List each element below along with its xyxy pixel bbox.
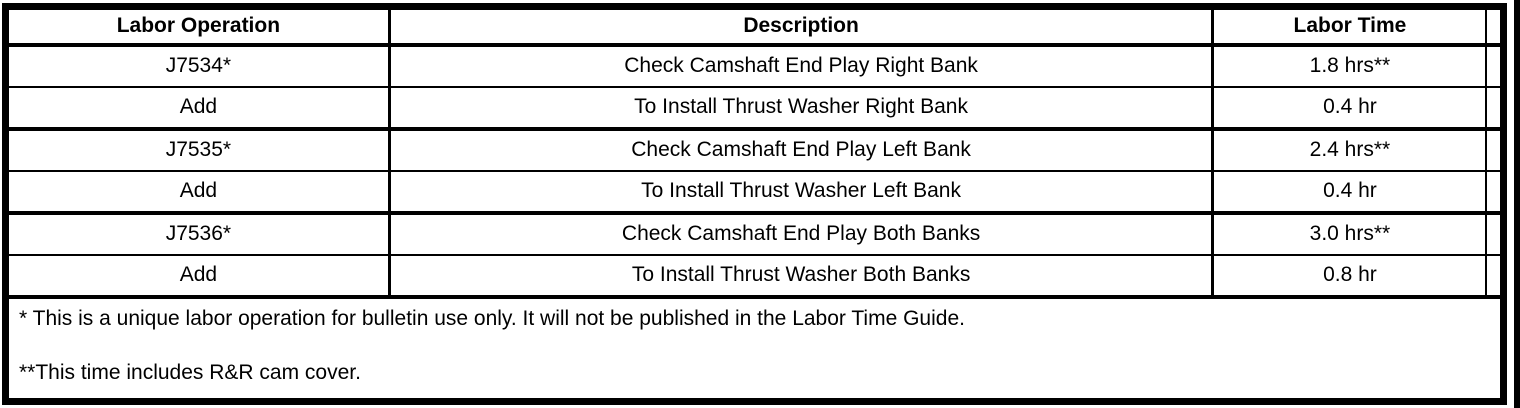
description-cell: To Install Thrust Washer Left Bank (389, 170, 1215, 215)
header-spacer-column (1486, 6, 1504, 47)
labor-operation-cell: J7535* (5, 128, 391, 172)
description-cell: To Install Thrust Washer Right Bank (389, 86, 1215, 131)
footnote-unique-labor-op: * This is a unique labor operation for b… (19, 306, 965, 330)
labor-time-cell: 1.8 hrs** (1212, 44, 1488, 88)
labor-time-cell: 0.8 hr (1212, 254, 1488, 299)
header-labor-operation: Labor Operation (5, 6, 391, 47)
labor-operation-cell: Add (5, 86, 391, 131)
header-description: Description (389, 6, 1215, 47)
labor-time-cell: 2.4 hrs** (1212, 128, 1488, 172)
header-labor-time: Labor Time (1212, 6, 1488, 47)
table-row: Add To Install Thrust Washer Both Banks … (5, 254, 1504, 299)
footnote-rr-cam-cover: **This time includes R&R cam cover. (19, 360, 361, 384)
spacer-cell (1486, 44, 1504, 88)
labor-time-cell: 3.0 hrs** (1212, 212, 1488, 256)
labor-operation-cell: Add (5, 170, 391, 215)
description-cell: To Install Thrust Washer Both Banks (389, 254, 1215, 299)
page-edge-line (1514, 0, 1520, 408)
labor-operation-cell: Add (5, 254, 391, 299)
description-cell: Check Camshaft End Play Both Banks (389, 212, 1215, 256)
table-row: J7534* Check Camshaft End Play Right Ban… (5, 44, 1504, 88)
labor-time-table: Labor Operation Description Labor Time J… (2, 3, 1507, 405)
table-row: Add To Install Thrust Washer Left Bank 0… (5, 170, 1504, 215)
spacer-cell (1486, 254, 1504, 299)
spacer-cell (1486, 212, 1504, 256)
spacer-cell (1486, 128, 1504, 172)
table-row: J7536* Check Camshaft End Play Both Bank… (5, 212, 1504, 256)
labor-operation-cell: J7536* (5, 212, 391, 256)
description-cell: Check Camshaft End Play Left Bank (389, 128, 1215, 172)
description-cell: Check Camshaft End Play Right Bank (389, 44, 1215, 88)
table-row: J7535* Check Camshaft End Play Left Bank… (5, 128, 1504, 172)
labor-time-cell: 0.4 hr (1212, 170, 1488, 215)
spacer-cell (1486, 170, 1504, 215)
footnotes-cell: * This is a unique labor operation for b… (6, 297, 1504, 402)
labor-operation-cell: J7534* (5, 44, 391, 88)
table-header-row: Labor Operation Description Labor Time (5, 6, 1504, 47)
table-row: Add To Install Thrust Washer Right Bank … (5, 86, 1504, 131)
footnotes-row: * This is a unique labor operation for b… (6, 297, 1504, 402)
spacer-cell (1486, 86, 1504, 131)
labor-time-cell: 0.4 hr (1212, 86, 1488, 131)
